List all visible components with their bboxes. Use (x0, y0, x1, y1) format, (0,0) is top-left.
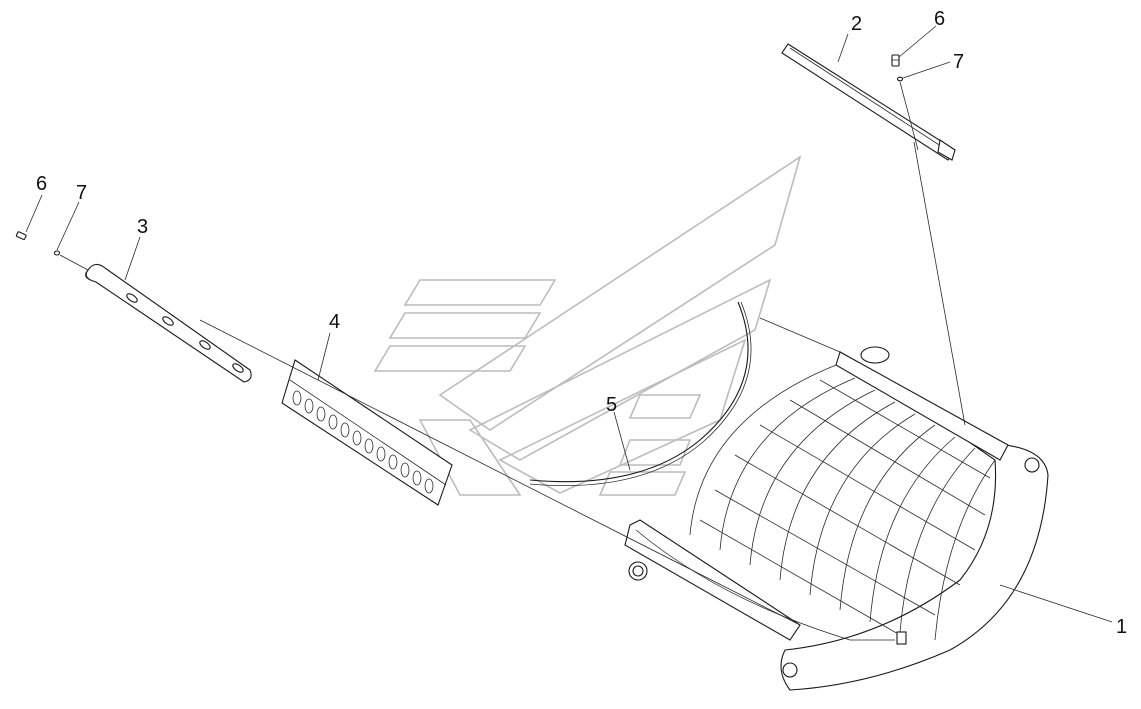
bolt-left (15, 231, 27, 241)
angle-strip-part (781, 43, 956, 161)
washer-left (53, 250, 61, 256)
grate-bars (689, 364, 996, 641)
callout-1: 1 (1116, 616, 1127, 638)
callout-3: 3 (137, 216, 148, 238)
callout-6-left: 6 (36, 173, 47, 195)
slotted-plate-part (281, 359, 453, 506)
callout-4: 4 (329, 311, 340, 333)
washer-top-right (896, 76, 904, 82)
perforated-cover-part (84, 263, 252, 383)
plate-slots (292, 390, 434, 494)
leader-lines (25, 25, 1113, 626)
curved-wire-part (529, 301, 752, 486)
concave-grate-part (624, 346, 1049, 691)
bolt-top-right (891, 54, 900, 67)
callout-5: 5 (606, 394, 617, 416)
watermark-logo (373, 155, 802, 496)
callout-7-left: 7 (76, 182, 87, 204)
callout-7-right: 7 (953, 51, 964, 73)
callout-2: 2 (851, 13, 862, 35)
callout-6-right: 6 (934, 8, 945, 30)
